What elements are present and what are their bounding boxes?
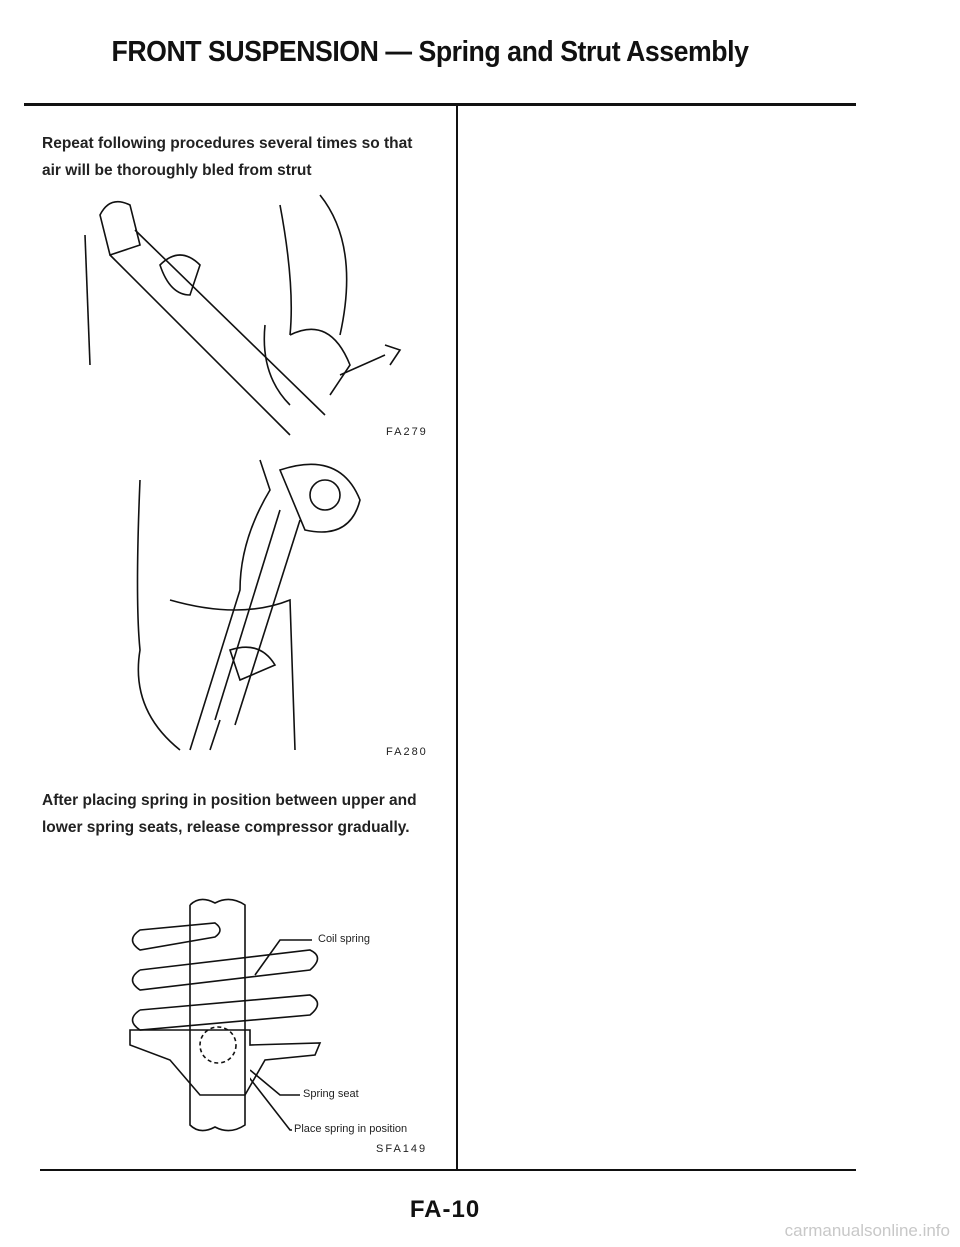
page-title: FRONT SUSPENSION — Spring and Strut Asse… (111, 36, 749, 68)
figure-bleeding-strut-upright (84, 194, 402, 436)
page-number: FA-10 (409, 1196, 481, 1223)
bottom-rule (40, 1169, 856, 1171)
text-line: After placing spring in position between… (42, 792, 417, 809)
figure1-code: FA279 (386, 426, 428, 438)
figure-bleeding-strut-inverted (136, 459, 361, 751)
text-line: lower spring seats, release compressor g… (42, 819, 410, 836)
callout-lines (250, 939, 312, 1131)
text-line: air will be thoroughly bled from strut (42, 162, 312, 179)
figure3-code: SFA149 (376, 1143, 428, 1155)
text-line: Repeat following procedures several time… (42, 135, 413, 152)
top-rule (24, 103, 856, 106)
figure-coil-spring-seat (129, 898, 322, 1132)
column-divider (456, 105, 458, 1171)
watermark: carmanualsonline.info (784, 1221, 950, 1240)
place-spring-label: Place spring in position (294, 1123, 408, 1135)
step2-text: After placing spring in position between… (42, 787, 442, 841)
coil-spring-label: Coil spring (318, 933, 370, 945)
figure2-code: FA280 (386, 746, 428, 758)
step1-text: Repeat following procedures several time… (42, 130, 442, 184)
spring-seat-label: Spring seat (303, 1088, 359, 1100)
